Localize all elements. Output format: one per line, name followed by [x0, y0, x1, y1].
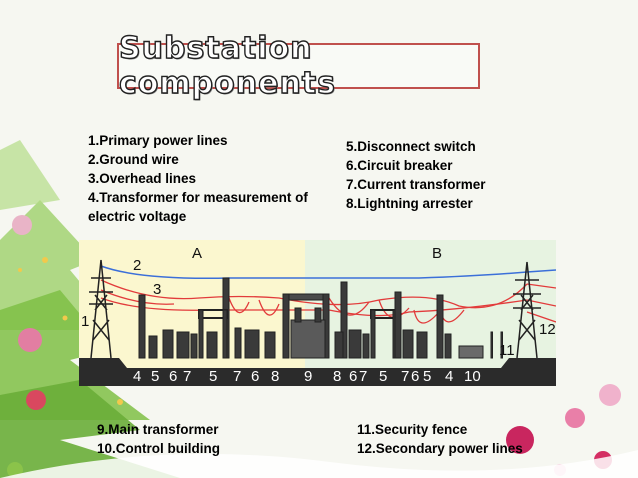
components-list-5-8: 5.Disconnect switch 6.Circuit breaker 7.… [346, 137, 486, 213]
substation-equipment [138, 277, 503, 359]
callout-11: 11 [499, 342, 515, 359]
list-item: 2.Ground wire [88, 152, 179, 167]
bottom-label: 5 [379, 368, 387, 385]
bottom-label: 8 [271, 368, 279, 385]
bottom-label: 10 [464, 368, 481, 385]
list-item: 4.Transformer for measurement of [88, 190, 308, 205]
slide-title: Substation components [118, 30, 336, 101]
callout-3: 3 [153, 281, 161, 298]
bottom-label: 8 [333, 368, 341, 385]
left-transmission-tower [89, 259, 113, 359]
bottom-label: 5 [151, 368, 159, 385]
bottom-label: 5 [209, 368, 217, 385]
bottom-label: 7 [359, 368, 367, 385]
substation-diagram: A B 1 2 3 11 12 4 5 6 7 5 7 6 8 9 8 6 7 … [79, 240, 556, 386]
bottom-label: 6 [411, 368, 419, 385]
callout-2: 2 [133, 257, 141, 274]
bottom-number-labels: 4 5 6 7 5 7 6 8 9 8 6 7 5 7 6 5 4 10 [133, 368, 481, 385]
ground-wire-line [100, 265, 556, 279]
bottom-label: 6 [169, 368, 177, 385]
list-item: 12.Secondary power lines [357, 441, 523, 456]
list-item: 3.Overhead lines [88, 171, 197, 186]
components-list-11-12: 11.Security fence 12.Secondary power lin… [357, 420, 523, 458]
callout-12: 12 [539, 321, 556, 338]
bottom-label: 4 [445, 368, 453, 385]
bottom-label: 6 [251, 368, 259, 385]
ground-terrain [79, 358, 556, 386]
right-transmission-tower [513, 261, 541, 359]
list-item: 5.Disconnect switch [346, 139, 476, 154]
list-item: 11.Security fence [357, 422, 468, 437]
bottom-label: 5 [423, 368, 431, 385]
zone-b-label: B [432, 245, 442, 262]
bottom-label: 9 [304, 368, 312, 385]
components-list-9-10: 9.Main transformer 10.Control building [97, 420, 220, 458]
list-item: electric voltage [88, 209, 187, 224]
list-item: 9.Main transformer [97, 422, 219, 437]
bottom-label: 6 [349, 368, 357, 385]
components-list-1-4: 1.Primary power lines 2.Ground wire 3.Ov… [88, 131, 308, 226]
bottom-label: 7 [401, 368, 409, 385]
title-box: Substation components [117, 30, 480, 102]
zone-a-label: A [192, 245, 202, 262]
snow-hill-decoration [0, 450, 638, 478]
list-item: 7.Current transformer [346, 177, 486, 192]
bottom-label: 4 [133, 368, 141, 385]
list-item: 1.Primary power lines [88, 133, 228, 148]
list-item: 10.Control building [97, 441, 220, 456]
bottom-label: 7 [183, 368, 191, 385]
callout-1: 1 [81, 313, 89, 330]
bottom-label: 7 [233, 368, 241, 385]
list-item: 8.Lightning arrester [346, 196, 473, 211]
list-item: 6.Circuit breaker [346, 158, 453, 173]
